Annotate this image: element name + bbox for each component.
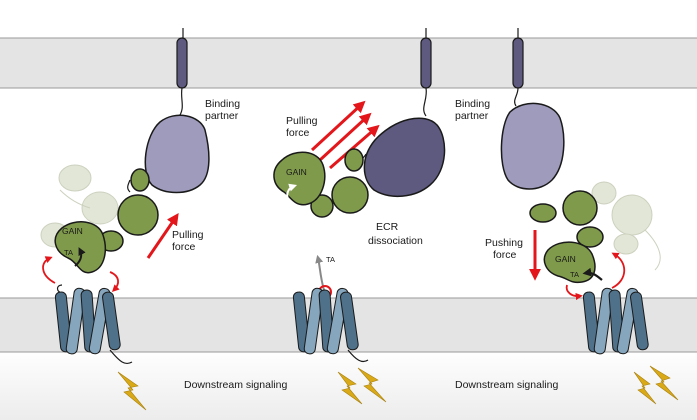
signal-bolt-2b	[357, 367, 387, 403]
gpcr-7tm-1	[54, 284, 133, 365]
ta-label-3: TA	[570, 270, 579, 279]
ecr-label-line2: dissociation	[368, 235, 423, 247]
force-label-1-line1: Pulling	[172, 229, 204, 241]
ecr-domain-small-3	[529, 203, 557, 223]
ecr-domain-large-1	[117, 194, 159, 236]
force-label-3-line2: force	[493, 249, 517, 261]
gain-domain-3	[543, 241, 596, 284]
partner-tm-helix-3	[512, 37, 524, 89]
ghost-ecr-3	[591, 181, 661, 271]
ta-arrow-3	[582, 267, 603, 281]
partner-tm-helix-2	[420, 37, 432, 89]
binding-partner-1	[144, 114, 210, 194]
gain-domain-2	[273, 151, 326, 206]
binding-label-line2: partner	[205, 110, 239, 122]
ecr-domain-small-1	[130, 168, 150, 192]
pulling-force-arrow-2a	[310, 100, 366, 152]
signal-bolt-3b	[649, 365, 679, 401]
ecr-label-line1: ECR	[376, 221, 399, 233]
partner-tm-helix-1	[176, 37, 188, 89]
pulling-force-arrow-2b	[318, 112, 372, 162]
panel-3-pushing: Binding partner GAIN TA Pushing force	[455, 28, 679, 405]
force-label-2-line2: force	[286, 127, 310, 139]
rotation-arrow-left-1	[42, 256, 56, 284]
binding-partner-3	[500, 102, 565, 190]
binding-label-3-line1: Binding	[455, 98, 490, 110]
panel-1-pulling: Binding partner GAIN TA Pulling force	[40, 28, 240, 411]
pulling-force-arrow-1	[146, 213, 179, 259]
rotation-arrow-right-3	[611, 252, 626, 289]
force-label-3-line1: Pushing	[485, 237, 523, 249]
pulling-force-arrow-2c	[329, 124, 380, 170]
ecr-domain-linker-3	[576, 226, 604, 248]
panel-2-dissociation: Pulling force GAIN ECR dissociation TA D…	[184, 28, 446, 405]
signal-label-3: Downstream signaling	[455, 379, 558, 391]
ta-arrow-1	[74, 247, 86, 267]
ecr-domain-linker-2	[310, 194, 334, 218]
signal-bolt-3a	[633, 371, 657, 405]
binding-label-3-line2: partner	[455, 110, 489, 122]
ecr-domain-large-2	[331, 176, 369, 214]
ta-label-2: TA	[326, 255, 335, 264]
signal-bolt-2a	[337, 371, 363, 405]
ecr-domain-small-2	[344, 148, 364, 172]
ghost-ecr-1	[40, 164, 119, 248]
binding-label-line1: Binding	[205, 98, 240, 110]
signal-bolt-1	[117, 371, 147, 411]
rotation-arrow-left-3	[565, 284, 583, 301]
force-label-1-line2: force	[172, 241, 196, 253]
ecr-domain-large-3	[562, 190, 598, 226]
gpcr-7tm-2	[292, 287, 369, 363]
ta-label-1: TA	[64, 248, 73, 257]
top-membrane	[0, 37, 697, 89]
gain-label-3: GAIN	[555, 254, 576, 264]
rotation-arrow-right-1	[109, 271, 120, 293]
gain-label-1: GAIN	[62, 226, 83, 236]
signal-label-2: Downstream signaling	[184, 379, 287, 391]
ta-tether-2	[315, 254, 325, 291]
gain-label-2: GAIN	[286, 167, 307, 177]
binding-partner-2	[363, 117, 446, 197]
ta-arrow-2	[286, 183, 298, 201]
gpcr-7tm-3	[582, 287, 649, 355]
force-label-2-line1: Pulling	[286, 115, 318, 127]
